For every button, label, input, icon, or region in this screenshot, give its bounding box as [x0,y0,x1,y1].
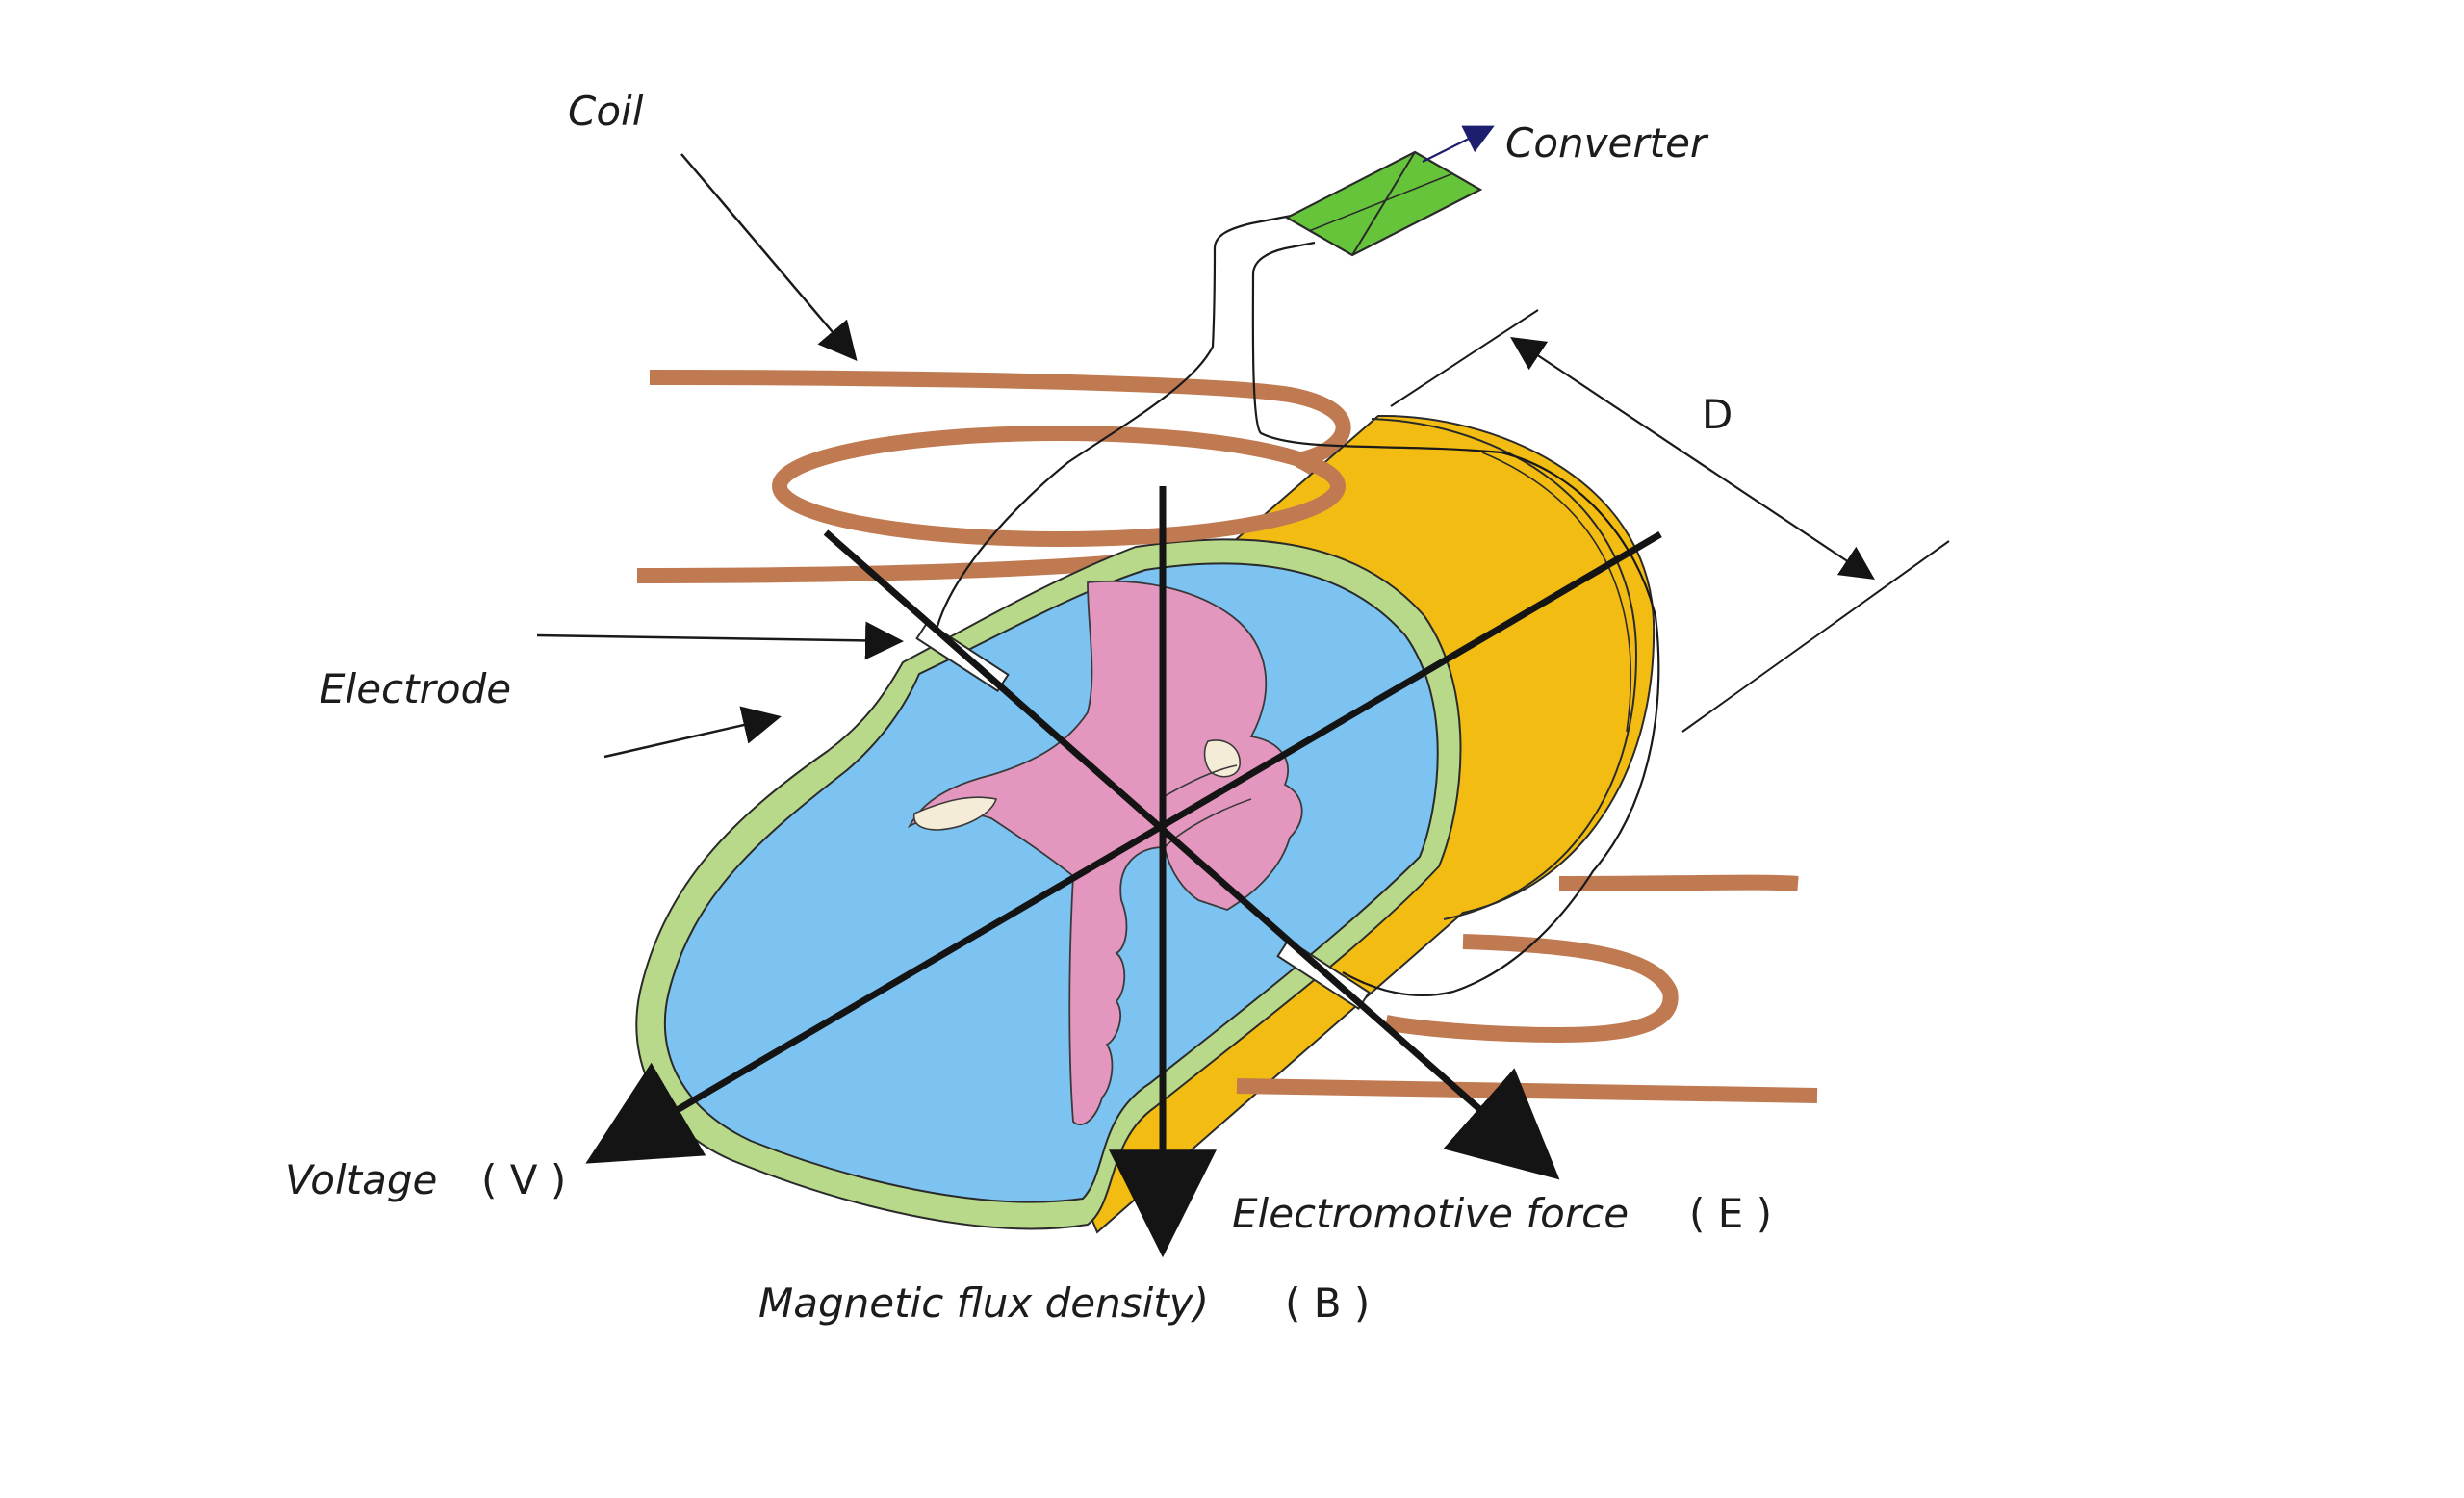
electrode-pointer-arrow-lower [603,706,782,759]
voltage-symbol: ( V ) [481,1156,566,1203]
converter-label: Converter [1505,119,1709,167]
emf-symbol: ( E ) [1689,1190,1772,1237]
emf-axis [823,529,1560,1180]
hand-illustration [907,580,1303,1126]
electrode-pointer-arrow-upper [536,621,904,660]
electrode-label: Electrode [320,665,511,712]
coil-label: Coil [568,88,644,135]
coil-pointer-arrow [680,153,858,362]
upper-coil-loop [772,426,1346,547]
converter-wiring [932,125,1660,997]
fluid-cross-section [663,562,1439,1203]
diameter-dimension [1390,309,1950,733]
voltage-axis [585,530,1662,1164]
flux-symbol: ( B ) [1285,1279,1370,1327]
flux-label: Magnetic flux density) [758,1279,1209,1327]
emf-label: Electromotive force [1232,1190,1629,1237]
voltage-label: Voltage [285,1156,437,1203]
diameter-label: D [1702,391,1732,438]
